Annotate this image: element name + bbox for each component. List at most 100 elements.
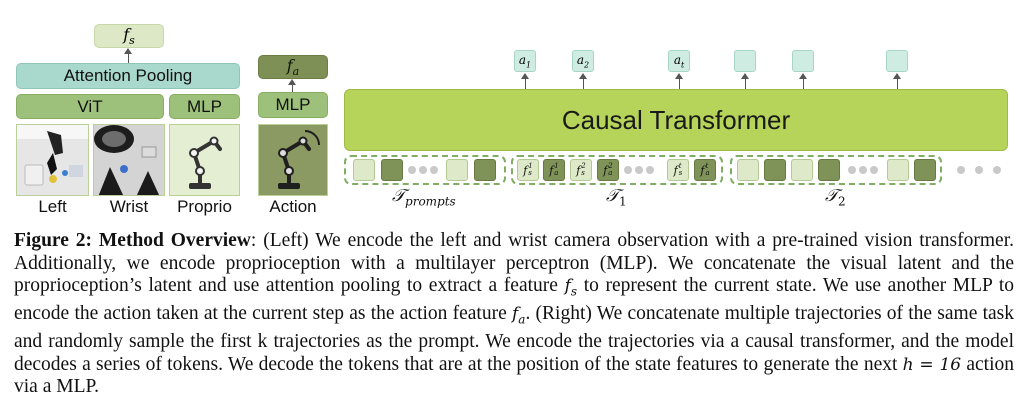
ellipsis-dot — [859, 166, 867, 174]
fa-sub: a — [292, 65, 300, 79]
arrow-mlp-to-fa — [292, 84, 293, 92]
token-label: f — [576, 163, 581, 177]
mlp-action-box: MLP — [258, 92, 328, 118]
fs-output-box: fs — [94, 24, 164, 48]
output-token-label: a — [518, 52, 527, 67]
arrow-pool-to-fs — [128, 53, 129, 63]
output-token-at: at — [668, 50, 690, 72]
token-sub: s — [678, 169, 683, 177]
causal-transformer-box: Causal Transformer — [344, 89, 1008, 151]
mlp-proprio-box: MLP — [169, 94, 240, 119]
group-label-prompts: 𝒯prompts — [392, 186, 456, 208]
left-camera-image — [16, 124, 89, 196]
output-token-sub: 2 — [584, 60, 590, 70]
caption-text-4: action via a MLP. — [14, 353, 1015, 398]
robot-arm-icon — [278, 130, 320, 189]
attention-pooling-box: Attention Pooling — [16, 63, 240, 89]
trajectory-group-1 — [511, 155, 723, 185]
ellipsis-dot — [635, 166, 643, 174]
ellipsis-dot — [993, 166, 1001, 174]
traj2-token-light — [887, 159, 909, 181]
caption-text-1: : (Left) We encode the left and wrist ca… — [14, 230, 1014, 297]
prompt-token-dark — [474, 159, 496, 181]
group-label-traj1: 𝒯1 — [606, 186, 627, 208]
traj2-token-dark — [764, 159, 786, 181]
ellipsis-dot — [848, 166, 856, 174]
ellipsis-dot — [408, 166, 416, 174]
arrowhead — [288, 79, 296, 85]
token-sub: s — [528, 169, 532, 177]
fs-label: f — [123, 24, 130, 44]
caption-fa-sub: a — [518, 312, 526, 327]
fa-label: f — [286, 55, 293, 75]
token-sub: a — [608, 169, 613, 177]
caption-fs: fs — [564, 276, 578, 299]
arrow-up — [583, 78, 584, 89]
output-token-a2: a2 — [572, 50, 594, 72]
arrowhead — [579, 73, 587, 79]
input-label-action: Action — [269, 197, 317, 216]
token-sup: 1 — [554, 162, 559, 170]
caption-fs-sub: s — [570, 284, 578, 299]
ellipsis-dot — [957, 166, 965, 174]
prompt-token-dark — [381, 159, 403, 181]
token-sup: 2 — [608, 162, 613, 170]
arrow-up — [525, 78, 526, 89]
token-label: f — [523, 163, 528, 177]
arrow-up — [745, 78, 746, 89]
arrowhead — [124, 48, 132, 54]
group-label-sub: prompts — [405, 194, 456, 209]
output-token-a1: a1 — [514, 50, 536, 72]
arrow-up — [679, 78, 680, 89]
traj2-token-light — [737, 159, 759, 181]
trajectory-group-prompts — [344, 155, 506, 185]
caption-fa: fa — [511, 304, 526, 327]
caption-fa-letter: f — [511, 304, 519, 325]
output-token-label: a — [576, 52, 585, 67]
group-label-main: 𝒯 — [606, 186, 620, 206]
traj2-token-dark — [914, 159, 936, 181]
caption-h-equation: h = 16 — [902, 354, 962, 375]
group-label-sub: 1 — [619, 194, 627, 209]
token-sub: a — [705, 169, 710, 177]
fs-sub: s — [129, 34, 135, 48]
group-label-main: 𝒯 — [392, 186, 406, 206]
token-label: f — [673, 163, 678, 177]
ellipsis-dot — [646, 166, 654, 174]
traj2-token-light — [791, 159, 813, 181]
ellipsis-dot — [870, 166, 878, 174]
ellipsis-dot — [975, 166, 983, 174]
token-label: f — [603, 163, 608, 177]
proprio-robot-icon-panel — [169, 124, 240, 196]
token-label: f — [549, 163, 554, 177]
vit-box: ViT — [16, 94, 164, 119]
ellipsis-dot — [624, 166, 632, 174]
token-sup: 2 — [581, 162, 586, 170]
left-camera-scene — [17, 125, 88, 195]
token-sub: s — [581, 169, 585, 177]
token-sub: a — [554, 169, 559, 177]
robot-arm-icon — [189, 136, 222, 189]
arrow-up — [897, 78, 898, 89]
wrist-camera-image — [93, 124, 165, 196]
ellipsis-dot — [419, 166, 427, 174]
input-label-left: Left — [38, 197, 67, 216]
arrow-up — [803, 78, 804, 89]
group-label-main: 𝒯 — [825, 186, 839, 206]
output-token-empty — [734, 50, 756, 72]
input-label-wrist: Wrist — [109, 197, 149, 216]
caption-fs-letter: f — [564, 276, 571, 297]
token-sup: 1 — [528, 162, 533, 170]
token-label: f — [700, 163, 705, 177]
arrowhead — [675, 73, 683, 79]
input-label-proprio: Proprio — [177, 197, 232, 216]
prompt-token-light — [446, 159, 468, 181]
ellipsis-dot — [430, 166, 438, 174]
output-token-empty — [886, 50, 908, 72]
group-label-traj2: 𝒯2 — [825, 186, 846, 208]
